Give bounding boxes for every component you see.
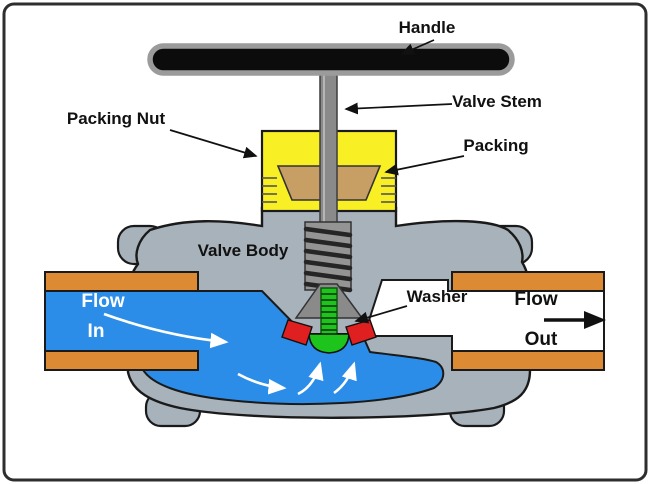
flow-arrow-bowl (237, 372, 287, 395)
flow-passages (44, 271, 605, 405)
disc-shape (308, 333, 350, 354)
packing-nut-arrow (169, 129, 258, 159)
flow-in-label-line2: In (88, 321, 105, 342)
pipe-left-top (44, 271, 199, 292)
handle-arrow (400, 39, 435, 55)
handle-shape (147, 43, 515, 76)
packing-arrow (384, 155, 465, 176)
pipe-right-top (451, 271, 605, 292)
pipe-right-bottom (451, 350, 605, 371)
valve-body-label: Valve Body (198, 241, 289, 260)
flow-arrow-main (103, 312, 229, 349)
stem-group (303, 55, 353, 293)
flow-in-label-line1: Flow (81, 291, 124, 312)
flow-out-label-line2: Out (525, 329, 558, 350)
flow-arrows (103, 312, 357, 396)
packing-nut-label: Packing Nut (67, 109, 166, 128)
packing-nut-threads (262, 177, 396, 203)
seat-washer-left (281, 319, 313, 346)
flow-out-arrow (544, 311, 606, 329)
handle-group (147, 43, 515, 76)
packing-label: Packing (463, 136, 528, 155)
washer-threads (321, 293, 337, 331)
annotations: Handle Valve Stem Packing Nut Packing Va… (67, 18, 606, 350)
washer-arrow (354, 305, 408, 324)
washer-label: Washer (407, 287, 468, 306)
flow-out-label-line1: Flow (514, 289, 557, 310)
valve-stem-label: Valve Stem (452, 92, 542, 111)
flow-arrow-riser-right (333, 361, 357, 395)
pipe-left-bottom (44, 350, 199, 371)
disc-assembly (281, 283, 377, 354)
valve-stem-arrow (344, 102, 453, 115)
flow-arrow-riser-left (297, 361, 324, 396)
handle-label: Handle (399, 18, 456, 37)
